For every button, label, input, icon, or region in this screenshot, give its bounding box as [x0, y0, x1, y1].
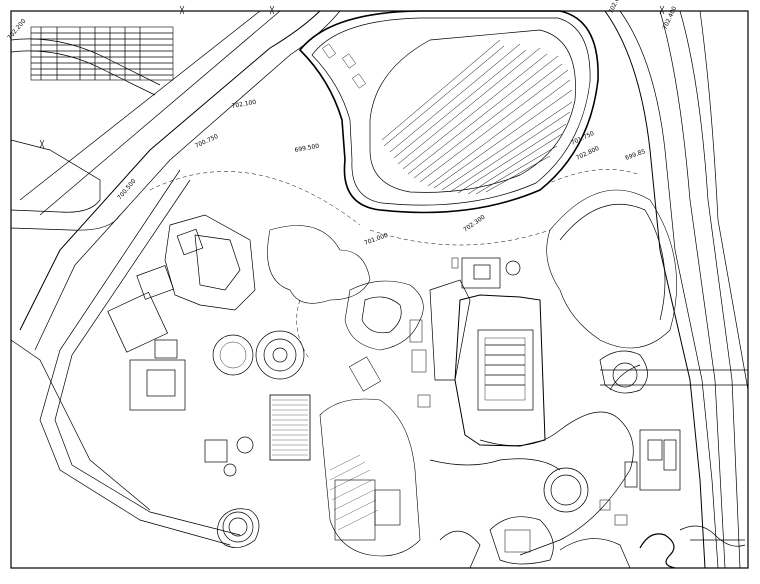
highway-edge [604, 10, 706, 569]
elevation-label: 699.85 [624, 148, 646, 162]
elevation-label: 701.750 [570, 130, 596, 147]
elevation-label: 702.000 [607, 0, 624, 15]
elevation-label: 701.000 [363, 232, 389, 247]
legend-table [30, 26, 174, 81]
plaza-circle [212, 334, 254, 376]
elevation-label: 702.400 [661, 5, 678, 31]
elevation-label: 699.500 [294, 143, 320, 154]
elevation-label: 702.200 [6, 18, 27, 42]
drawing-border [10, 10, 749, 569]
wavy-track [639, 533, 676, 569]
elevation-label: 702.100 [231, 99, 257, 110]
sports-field [269, 394, 311, 461]
elevation-label: 700.500 [116, 178, 137, 202]
elevation-label: 702.300 [462, 214, 486, 234]
road-edge [10, 38, 161, 86]
stadium-outline [298, 10, 599, 214]
arena-building [429, 257, 546, 447]
stadium-seating [381, 39, 573, 195]
building-cluster-left [107, 214, 256, 463]
elevation-label: 702.800 [575, 145, 601, 162]
